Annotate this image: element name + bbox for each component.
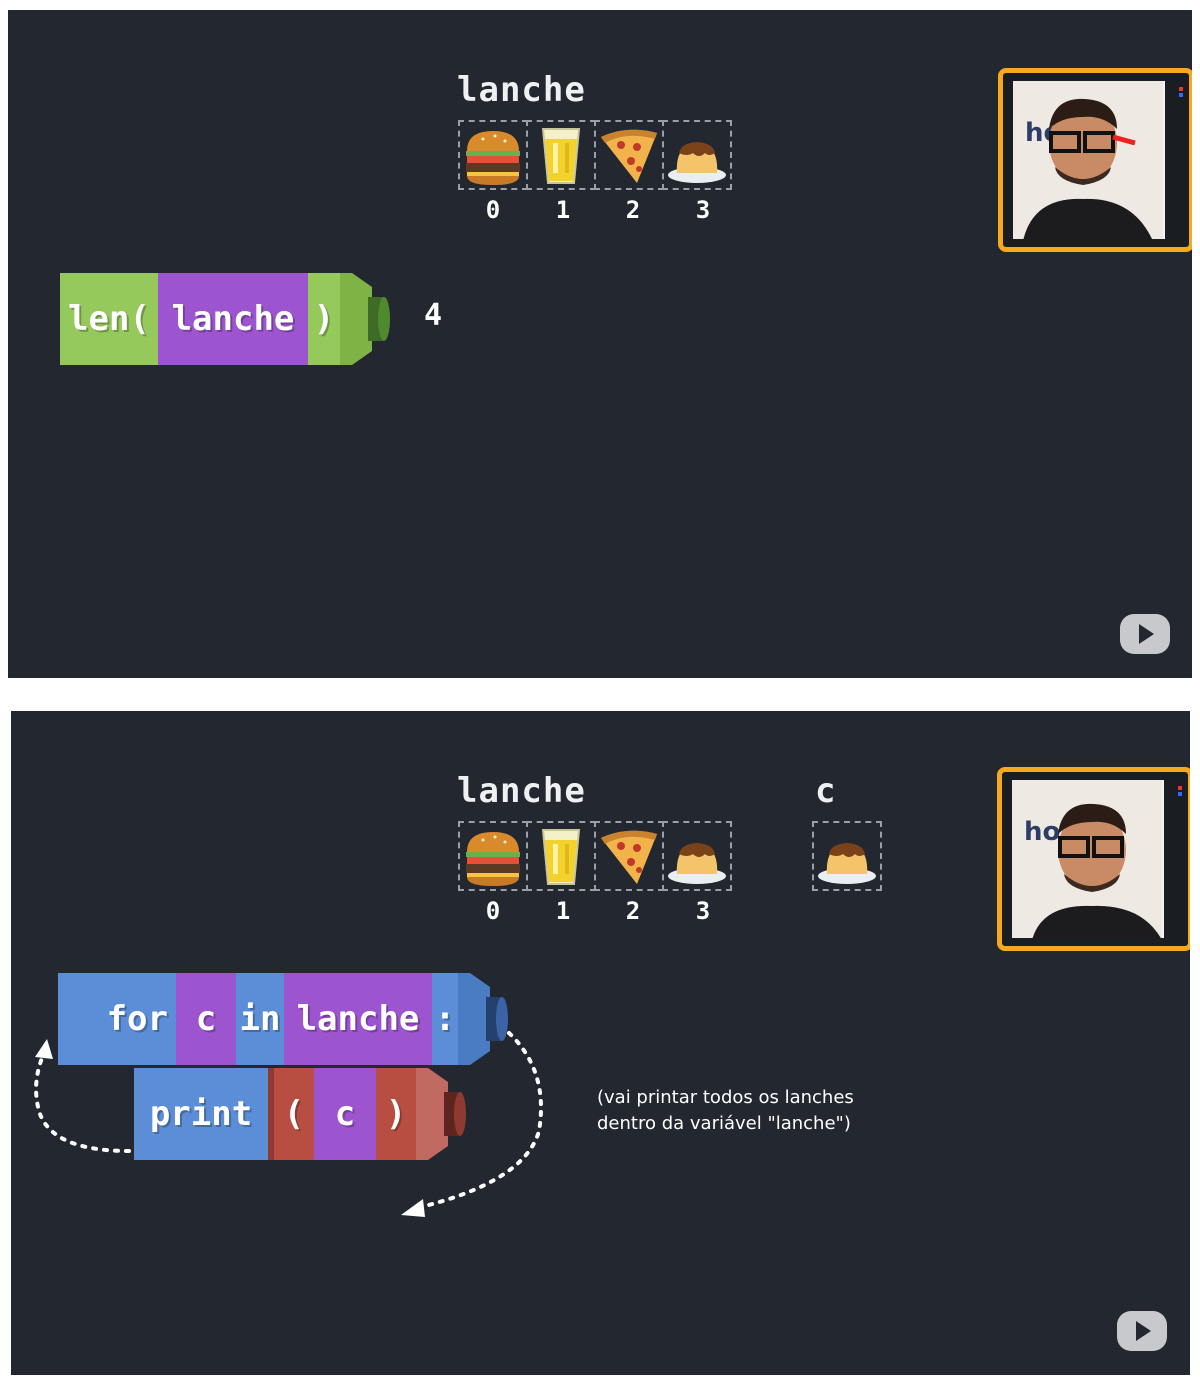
index-label: 0 (485, 897, 501, 925)
index-label: 2 (625, 897, 641, 925)
loop-arrows (34, 1031, 543, 1217)
presenter-avatar: ho (1013, 81, 1163, 239)
note-line: (vai printar todos os lanches (597, 1087, 854, 1108)
for-code-block: for c in lanche : (58, 973, 508, 1065)
variable-label-lanche: lanche (457, 70, 586, 110)
len-argument-segment: lanche (158, 273, 308, 365)
c-variable-cell (812, 821, 882, 891)
svg-text:ho: ho (1024, 817, 1060, 847)
print-function-segment: print (134, 1068, 268, 1160)
lanche-list-cells (458, 821, 732, 891)
lanche-list-cells (458, 120, 732, 190)
presenter-avatar: ho (1012, 780, 1162, 938)
len-code-block: len( lanche ) (60, 273, 390, 365)
video-frame-len: lanche 0 1 2 3 len( lanche ) 4 ho (8, 10, 1192, 678)
index-label: 3 (695, 196, 711, 224)
len-function-segment: len( (60, 273, 158, 365)
note-line: dentro da variável "lanche") (597, 1113, 851, 1134)
block-connector-cap (416, 1068, 466, 1160)
presenter-video: ho (1013, 81, 1165, 239)
list-cell-0 (458, 120, 528, 190)
juice-icon (542, 128, 580, 184)
list-cell-2 (594, 120, 664, 190)
loop-var-cell (812, 821, 882, 891)
in-keyword-segment: in (236, 973, 284, 1065)
index-label: 0 (485, 196, 501, 224)
print-code-block: print ( c ) (134, 1068, 466, 1160)
video-frame-for-loop: lanche 0 1 2 3 c for c in lanche : print… (11, 711, 1190, 1375)
list-indices: 0 1 2 3 (458, 196, 738, 224)
len-close-paren-segment: ) (308, 273, 340, 365)
burger-icon (466, 131, 520, 185)
len-result-value: 4 (424, 298, 443, 333)
list-cell-3 (662, 821, 732, 891)
loop-back-arrow-icon (35, 1039, 53, 1059)
index-label: 2 (625, 196, 641, 224)
colon-segment: : (432, 973, 458, 1065)
explanation-note: (vai printar todos os lanches dentro da … (597, 1085, 854, 1137)
index-label: 3 (695, 897, 711, 925)
print-argument-segment: c (314, 1068, 376, 1160)
for-keyword-segment: for (58, 973, 176, 1065)
block-connector-cap (340, 273, 390, 365)
print-open-paren-segment: ( (268, 1068, 314, 1160)
for-iterable-segment: lanche (284, 973, 432, 1065)
index-label: 1 (555, 196, 571, 224)
print-close-paren-segment: ) (376, 1068, 416, 1160)
loop-exit-arrow-icon (401, 1199, 425, 1217)
list-cell-3 (662, 120, 732, 190)
presenter-webcam: ho (997, 767, 1190, 951)
variable-label-lanche: lanche (457, 771, 586, 811)
variable-label-c: c (815, 771, 837, 811)
youtube-play-icon[interactable] (1115, 1309, 1169, 1353)
block-connector-cap (458, 973, 508, 1065)
list-indices: 0 1 2 3 (458, 897, 738, 925)
list-cell-1 (526, 120, 596, 190)
pizza-icon (601, 129, 657, 183)
youtube-play-icon[interactable] (1118, 612, 1172, 656)
for-variable-segment: c (176, 973, 236, 1065)
index-label: 1 (555, 897, 571, 925)
pudding-icon (668, 142, 726, 183)
presenter-webcam: ho (998, 68, 1192, 252)
presenter-video: ho (1012, 780, 1164, 938)
